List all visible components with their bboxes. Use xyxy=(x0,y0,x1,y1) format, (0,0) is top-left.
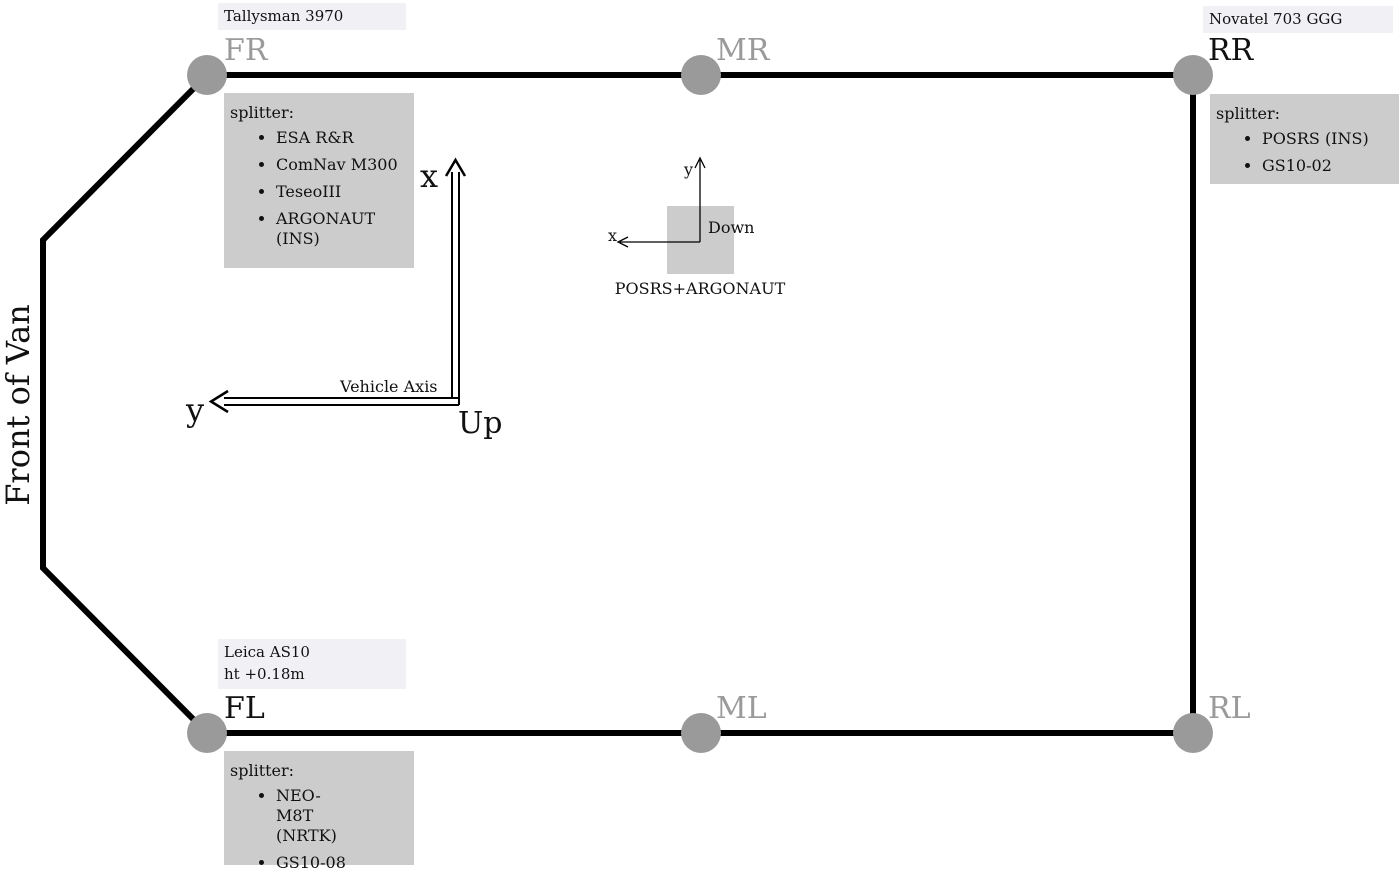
position-label-ml: ML xyxy=(716,691,767,726)
antenna-marker-fl xyxy=(187,713,227,753)
position-label-rl: RL xyxy=(1208,691,1251,726)
splitter-fr-item: ComNav M300 xyxy=(276,155,408,175)
ins-axis-y-label: y xyxy=(683,160,693,179)
splitter-fr-title: splitter: xyxy=(230,103,295,122)
splitter-rr-item: POSRS (INS) xyxy=(1262,129,1393,149)
antenna-marker-mr xyxy=(681,55,721,95)
front-of-van-label: Front of Van xyxy=(0,304,37,506)
ins-axis-down-label: Down xyxy=(708,218,754,237)
antenna-label-fr: Tallysman 3970 xyxy=(218,3,406,30)
position-label-fl: FL xyxy=(224,691,265,726)
position-label-rr: RR xyxy=(1208,33,1255,68)
antenna-label-fl-line2: ht +0.18m xyxy=(224,665,305,683)
splitter-fl-item: GS10-08 xyxy=(276,853,408,873)
vehicle-axis-up-label: Up xyxy=(458,406,503,441)
antenna-marker-ml xyxy=(681,713,721,753)
vehicle-axis-y-label: y xyxy=(185,391,204,429)
ins-axis-label: POSRS+ARGONAUT xyxy=(615,279,786,298)
splitter-rr-list: POSRS (INS) GS10-02 xyxy=(1216,129,1393,176)
antenna-label-fl: Leica AS10 ht +0.18m xyxy=(218,639,406,689)
antenna-label-rr-text: Novatel 703 GGG xyxy=(1209,10,1343,28)
ins-axis-arrows xyxy=(616,156,706,248)
splitter-fr-list: ESA R&R ComNav M300 TeseoIII ARGONAUT (I… xyxy=(230,128,408,249)
splitter-fr-item: ESA R&R xyxy=(276,128,408,148)
antenna-marker-rr xyxy=(1173,55,1213,95)
vehicle-axis-label: Vehicle Axis xyxy=(339,377,438,396)
antenna-label-fr-text: Tallysman 3970 xyxy=(224,7,344,25)
antenna-marker-rl xyxy=(1173,713,1213,753)
antenna-label-fl-line1: Leica AS10 xyxy=(224,643,310,661)
antenna-label-rr: Novatel 703 GGG xyxy=(1203,6,1393,33)
splitter-fl-title: splitter: xyxy=(230,761,295,780)
position-label-mr: MR xyxy=(716,33,771,68)
splitter-rr-title: splitter: xyxy=(1216,104,1281,123)
splitter-fr-item: TeseoIII xyxy=(276,182,408,202)
position-label-fr: FR xyxy=(224,33,269,68)
vehicle-y-axis-arrow xyxy=(208,389,459,414)
ins-axis-x-label: x xyxy=(608,226,617,245)
vehicle-axis-x-label: x xyxy=(420,157,438,195)
vehicle-x-axis-arrow xyxy=(444,157,467,405)
splitter-rr-item: GS10-02 xyxy=(1262,156,1393,176)
splitter-fl-item: NEO-M8T (NRTK) xyxy=(276,786,356,846)
splitter-box-rr: splitter: POSRS (INS) GS10-02 xyxy=(1210,94,1399,184)
splitter-box-fl: splitter: NEO-M8T (NRTK) GS10-08 xyxy=(224,751,414,872)
splitter-box-fr: splitter: ESA R&R ComNav M300 TeseoIII A… xyxy=(224,93,414,268)
splitter-fl-list: NEO-M8T (NRTK) GS10-08 xyxy=(230,786,408,873)
splitter-fr-item: ARGONAUT (INS) xyxy=(276,209,386,249)
antenna-marker-fr xyxy=(187,55,227,95)
